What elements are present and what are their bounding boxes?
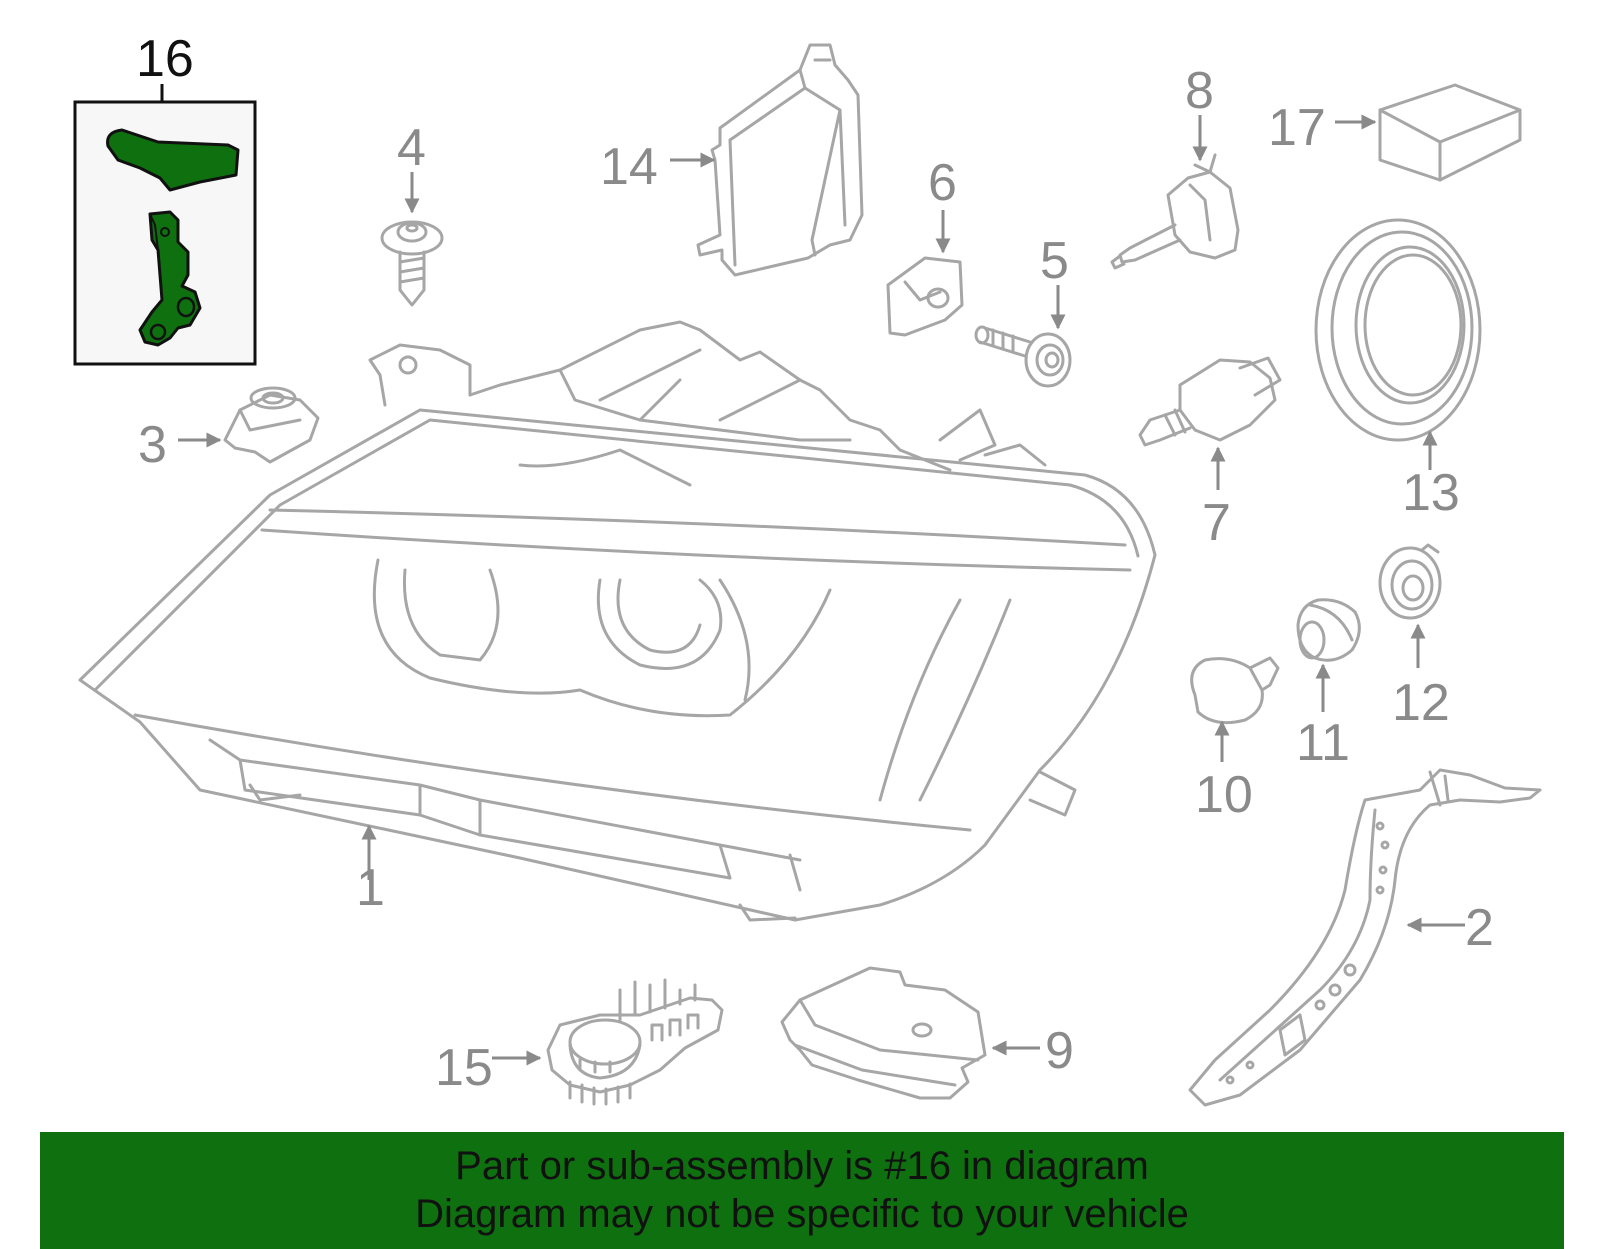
part-14-ballast[interactable] (696, 43, 864, 277)
callout-11[interactable]: 11 (1296, 714, 1350, 772)
part-3-mount[interactable] (223, 386, 320, 464)
callout-3[interactable]: 3 (138, 416, 167, 474)
callout-10[interactable]: 10 (1195, 766, 1253, 824)
banner-line-2: Diagram may not be specific to your vehi… (415, 1192, 1189, 1236)
callout-4[interactable]: 4 (397, 119, 426, 177)
part-1-headlamp-assembly[interactable] (78, 320, 1157, 922)
part-2-bracket[interactable] (1188, 768, 1542, 1107)
part-10-bulb[interactable] (1190, 656, 1280, 725)
part-9-control-module[interactable] (780, 966, 987, 1100)
info-banner: Part or sub-assembly is #16 in diagram D… (40, 1132, 1564, 1249)
callout-14[interactable]: 14 (600, 138, 658, 196)
part-17-kit-box[interactable] (1378, 83, 1522, 182)
callout-2[interactable]: 2 (1465, 899, 1494, 957)
callout-12[interactable]: 12 (1392, 674, 1450, 732)
part-8-xenon-bulb[interactable] (1110, 153, 1240, 270)
part-7-bulb-socket[interactable] (1138, 356, 1282, 447)
part-12-grommet[interactable] (1378, 543, 1442, 620)
part-13-seal-ring[interactable] (1314, 218, 1482, 442)
part-11-cap[interactable] (1296, 598, 1361, 662)
part-5-bolt[interactable] (974, 325, 1072, 388)
callout-5[interactable]: 5 (1040, 232, 1069, 290)
banner-line-1: Part or sub-assembly is #16 in diagram (455, 1144, 1149, 1188)
callout-17[interactable]: 17 (1268, 99, 1326, 157)
callout-15[interactable]: 15 (435, 1039, 493, 1097)
callout-7[interactable]: 7 (1202, 494, 1231, 552)
part-15-led-module[interactable] (546, 978, 724, 1106)
callout-13[interactable]: 13 (1402, 464, 1460, 522)
part-6-clip-nut[interactable] (886, 256, 964, 337)
callout-9[interactable]: 9 (1045, 1022, 1074, 1080)
callout-1[interactable]: 1 (356, 859, 385, 917)
callout-6[interactable]: 6 (928, 154, 957, 212)
part-16-repair-kit[interactable] (106, 128, 240, 347)
callout-8[interactable]: 8 (1185, 62, 1214, 120)
part-4-screw[interactable] (380, 220, 444, 307)
callout-16[interactable]: 16 (136, 30, 194, 88)
